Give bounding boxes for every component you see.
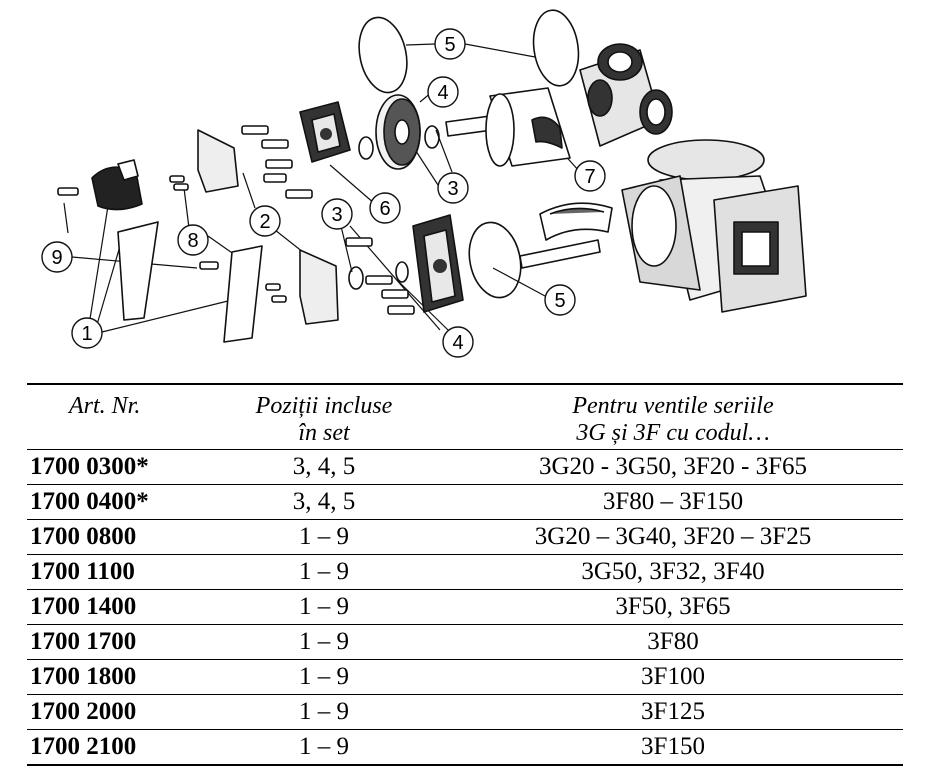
valve-body-small-icon: [579, 43, 673, 147]
cell-positions: 1 – 9: [205, 624, 443, 660]
header-series: Pentru ventile seriile 3G și 3F cu codul…: [443, 384, 903, 450]
lever-handle-icon: [223, 245, 263, 343]
table-row: 1700 0800 1 – 9 3G20 – 3G40, 3F20 – 3F25: [27, 519, 903, 555]
cell-art-nr: 1700 2100: [30, 733, 137, 760]
header-art-nr: Art. Nr.: [27, 384, 205, 450]
cell-series: 3F100: [443, 659, 903, 695]
svg-text:8: 8: [187, 230, 198, 252]
o-ring-large-bottom: [468, 221, 522, 299]
svg-text:9: 9: [51, 247, 62, 269]
cell-series: 3G20 - 3G50, 3F20 - 3F65: [443, 449, 903, 485]
cell-series: 3F80 – 3F150: [443, 484, 903, 520]
table-row: 1700 1800 1 – 9 3F100: [27, 659, 903, 695]
callout-8: 8: [177, 224, 209, 256]
cover-plate-bottom-icon: [412, 214, 464, 313]
table-row: 1700 2100 1 – 9 3F150: [27, 730, 903, 766]
callout-2: 2: [249, 205, 281, 237]
table-row: 1700 1400 1 – 9 3F50, 3F65: [27, 589, 903, 625]
o-ring-small-2: [424, 125, 440, 149]
bracket-bottom-icon: [299, 249, 339, 325]
cell-art-nr: 1700 2000: [27, 694, 205, 730]
cell-series: 3F150: [641, 733, 705, 760]
callout-7: 7: [574, 160, 606, 192]
svg-text:7: 7: [584, 166, 595, 188]
cell-art-nr: 1700 0400*: [27, 484, 205, 520]
svg-text:5: 5: [554, 290, 565, 312]
lever-long-icon: [117, 221, 159, 321]
header-positions: Poziții incluse în set: [205, 384, 443, 450]
callout-3-bottom: 3: [321, 198, 353, 230]
cell-art-nr: 1700 0300*: [27, 449, 205, 485]
cell-positions: 3, 4, 5: [205, 449, 443, 485]
o-ring-large-top-left: [358, 16, 408, 94]
table-row: 1700 0400* 3, 4, 5 3F80 – 3F150: [27, 484, 903, 520]
cell-positions: 1 – 9: [205, 659, 443, 695]
callout-6: 6: [369, 192, 401, 224]
cell-positions: 1 – 9: [205, 519, 443, 555]
cell-positions: 3, 4, 5: [205, 484, 443, 520]
cell-positions: 1 – 9: [205, 694, 443, 730]
o-ring-small-3: [348, 266, 364, 290]
screws: [57, 125, 415, 315]
valve-drum-icon: [485, 87, 571, 167]
cell-art-nr: 1700 1800: [27, 659, 205, 695]
table-row: 1700 1100 1 – 9 3G50, 3F32, 3F40: [27, 554, 903, 590]
callout-9: 9: [41, 241, 73, 273]
table-row: 1700 0300* 3, 4, 5 3G20 - 3G50, 3F20 - 3…: [27, 449, 903, 485]
cell-series: 3G50, 3F32, 3F40: [443, 554, 903, 590]
callout-4-top: 4: [427, 76, 459, 108]
svg-text:2: 2: [259, 211, 270, 233]
cell-positions: 1 – 9: [299, 733, 349, 760]
callout-5-bottom: 5: [544, 284, 576, 316]
svg-text:4: 4: [452, 332, 463, 354]
o-ring-small-1: [358, 136, 374, 160]
table-row: 1700 2000 1 – 9 3F125: [27, 694, 903, 730]
svg-text:5: 5: [444, 34, 455, 56]
o-ring-small-4: [395, 261, 409, 283]
cell-art-nr: 1700 1100: [27, 554, 205, 590]
knob-icon: [91, 159, 143, 211]
cover-plate-top-icon: [299, 101, 351, 163]
spindle-bottom-icon: [519, 239, 601, 269]
callout-3-top: 3: [437, 172, 469, 204]
cell-series: 3F80: [443, 624, 903, 660]
valve-body-flanged-icon: [621, 139, 807, 313]
gear-disc-icon: [375, 94, 421, 170]
cell-art-nr: 1700 0800: [27, 519, 205, 555]
cell-art-nr: 1700 1700: [27, 624, 205, 660]
callout-4-bottom: 4: [442, 326, 474, 358]
leader-lines: [63, 43, 581, 333]
cell-positions: 1 – 9: [205, 589, 443, 625]
cell-positions: 1 – 9: [205, 554, 443, 590]
cell-series: 3F50, 3F65: [443, 589, 903, 625]
cell-series: 3G20 – 3G40, 3F20 – 3F25: [443, 519, 903, 555]
svg-text:1: 1: [81, 323, 92, 345]
callout-1: 1: [71, 317, 103, 349]
drum-segment-icon: [539, 202, 613, 241]
svg-text:3: 3: [331, 204, 342, 226]
cell-series: 3F125: [443, 694, 903, 730]
table-header-row: Art. Nr. Poziții incluse în set Pentru v…: [27, 384, 903, 450]
svg-text:4: 4: [437, 82, 448, 104]
callout-5-top: 5: [434, 28, 466, 60]
parts-table: Art. Nr. Poziții incluse în set Pentru v…: [27, 383, 903, 766]
cell-art-nr: 1700 1400: [27, 589, 205, 625]
svg-text:6: 6: [379, 198, 390, 220]
bracket-top-icon: [197, 129, 239, 193]
table-row: 1700 1700 1 – 9 3F80: [27, 624, 903, 660]
svg-text:3: 3: [447, 178, 458, 200]
exploded-parts-diagram: 5 4 3 6 7 2 3 8 9 1 4 5: [41, 9, 807, 358]
o-ring-large-top-right: [532, 9, 580, 87]
